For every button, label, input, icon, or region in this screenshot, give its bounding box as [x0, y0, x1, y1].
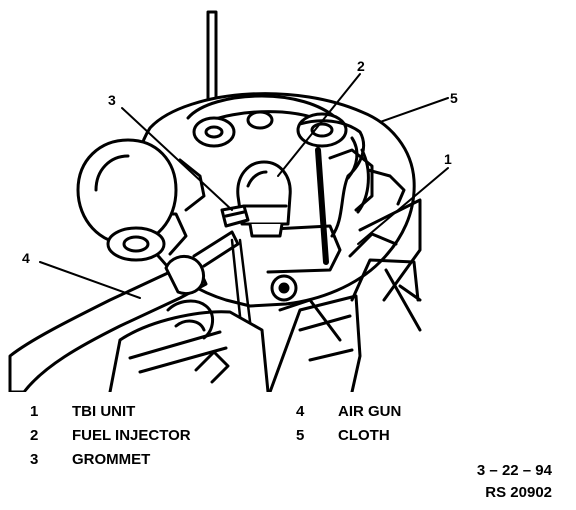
- legend-label: AIR GUN: [338, 403, 402, 420]
- figure-date-code: 3 – 22 – 94: [476, 462, 552, 479]
- leader-line-5: [379, 97, 449, 123]
- callout-2: 2: [357, 58, 365, 74]
- grommet: [220, 204, 250, 228]
- leader-line-2: [277, 73, 361, 177]
- manifold-edge: [278, 198, 422, 342]
- tbi-injector-illustration: [8, 10, 449, 392]
- callout-5: 5: [450, 90, 458, 106]
- throttle-body-linkage: [108, 232, 420, 392]
- legend-number: 3: [30, 451, 39, 468]
- legend-number: 2: [30, 427, 39, 444]
- left-housing: [76, 138, 178, 262]
- legend-label: TBI UNIT: [72, 403, 136, 420]
- legend-number: 5: [296, 427, 305, 444]
- callout-4: 4: [22, 250, 30, 266]
- leader-line-4: [39, 261, 141, 299]
- legend-number: 4: [296, 403, 305, 420]
- legend-label: CLOTH: [338, 427, 390, 444]
- legend-label: GROMMET: [72, 451, 151, 468]
- callout-1: 1: [444, 151, 452, 167]
- leader-lines: [39, 73, 449, 299]
- legend-number: 1: [30, 403, 39, 420]
- legend-label: FUEL INJECTOR: [72, 427, 191, 444]
- fuel-injector: [236, 160, 292, 238]
- cloth: [298, 119, 370, 265]
- figure-reference-code: RS 20902: [485, 484, 552, 501]
- leader-line-1: [357, 167, 449, 245]
- callout-3: 3: [108, 92, 116, 108]
- leader-line-3: [121, 107, 233, 211]
